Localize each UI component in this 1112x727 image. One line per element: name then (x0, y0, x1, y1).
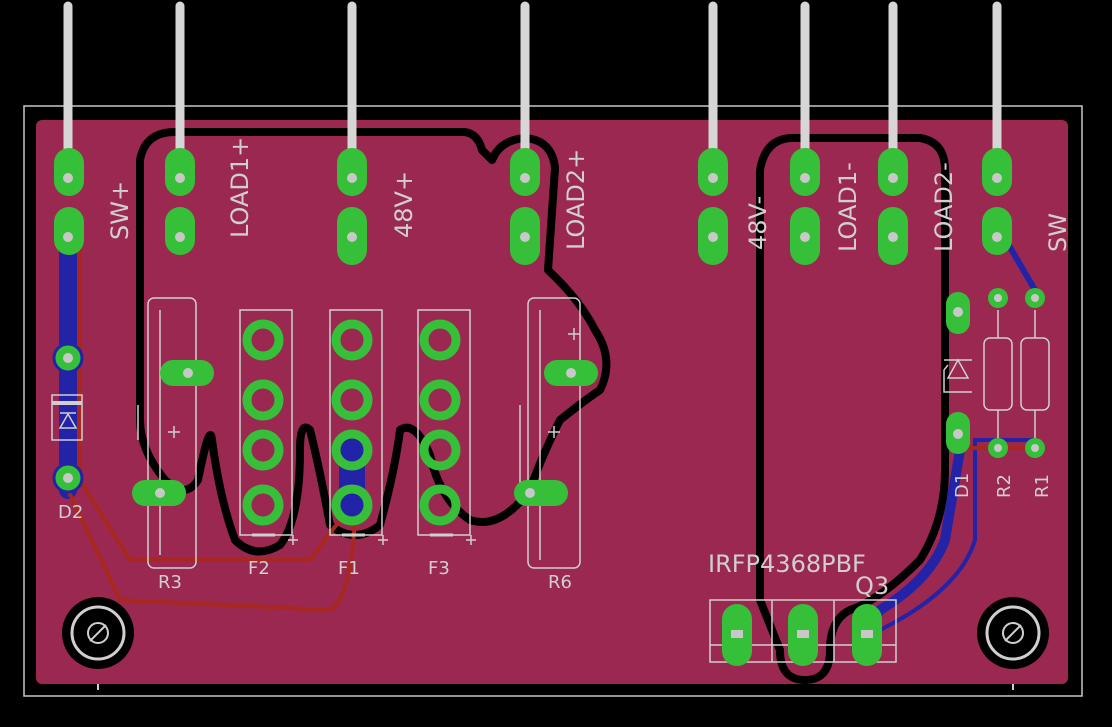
label-f1: F1 (338, 558, 360, 579)
label-load2-minus: LOAD2- (930, 162, 958, 252)
label-q3-value: IRFP4368PBF (708, 550, 866, 578)
pour-right-outline (756, 134, 949, 684)
label-q3: Q3 (855, 572, 889, 600)
label-r2: R2 (994, 474, 1015, 498)
board-outline (23, 105, 1083, 697)
diode-d2 (51, 342, 84, 494)
trace-q3-gate-bottom (855, 445, 965, 645)
mounting-hole-left (62, 597, 134, 669)
trace-r1-q3-bottom (878, 438, 1037, 632)
label-d1: D1 (952, 473, 973, 498)
label-load1-plus: LOAD1+ (226, 137, 254, 238)
mounting-hole-right (977, 597, 1049, 669)
transistor-q3 (709, 599, 897, 666)
label-48v-plus: 48V+ (390, 171, 418, 238)
label-48v-minus: 48V- (744, 196, 772, 250)
label-r1: R1 (1032, 474, 1053, 498)
fuse-holders (239, 309, 476, 545)
label-load2-plus: LOAD2+ (562, 149, 590, 250)
label-sw: SW (1044, 213, 1072, 252)
label-load1-minus: LOAD1- (834, 162, 862, 252)
label-sw-plus: SW+ (106, 181, 134, 240)
diode-d1 (943, 292, 972, 454)
trace-d2-top (78, 240, 342, 562)
pour-left-outline (136, 128, 611, 556)
label-f3: F3 (428, 558, 450, 579)
header-pads (54, 148, 1012, 265)
trace-d2-lower-top (66, 489, 357, 613)
label-d2: D2 (58, 502, 83, 523)
resistor-r2 (983, 288, 1013, 458)
resistor-r1 (1020, 288, 1050, 458)
label-f2: F2 (248, 558, 270, 579)
label-r6: R6 (548, 572, 572, 593)
resistor-r3 (137, 297, 197, 569)
label-r3: R3 (158, 572, 182, 593)
resistor-r6 (519, 297, 581, 569)
